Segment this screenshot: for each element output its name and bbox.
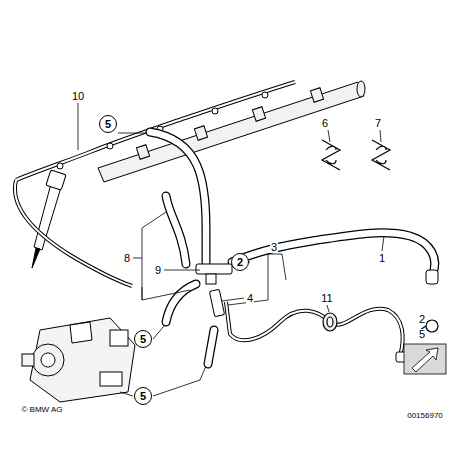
callout-number: 11 xyxy=(320,293,333,304)
callout-number: 7 xyxy=(374,118,382,129)
caption-text: © BMW AG xyxy=(20,406,63,414)
callout-circle: 5 xyxy=(99,115,117,133)
callout-circle: 2 xyxy=(231,253,249,271)
caption-text: 00156970 xyxy=(406,412,444,420)
callout-number: 9 xyxy=(154,265,162,276)
callout-number: 6 xyxy=(321,118,329,129)
callout-circle: 5 xyxy=(134,330,152,348)
callout-number: 5 xyxy=(418,329,426,340)
callout-number: 1 xyxy=(378,253,386,264)
callout-number: 5 xyxy=(140,390,146,402)
callout-number: 2 xyxy=(237,256,243,268)
callout-number: 2 xyxy=(418,314,426,325)
callout-number: 4 xyxy=(246,293,254,304)
callout-number: 5 xyxy=(105,118,111,130)
callout-number: 5 xyxy=(140,333,146,345)
callout-number: 8 xyxy=(123,253,131,264)
callout-number: 3 xyxy=(270,242,278,253)
callout-circle: 5 xyxy=(134,387,152,405)
callout-number: 10 xyxy=(71,91,85,102)
